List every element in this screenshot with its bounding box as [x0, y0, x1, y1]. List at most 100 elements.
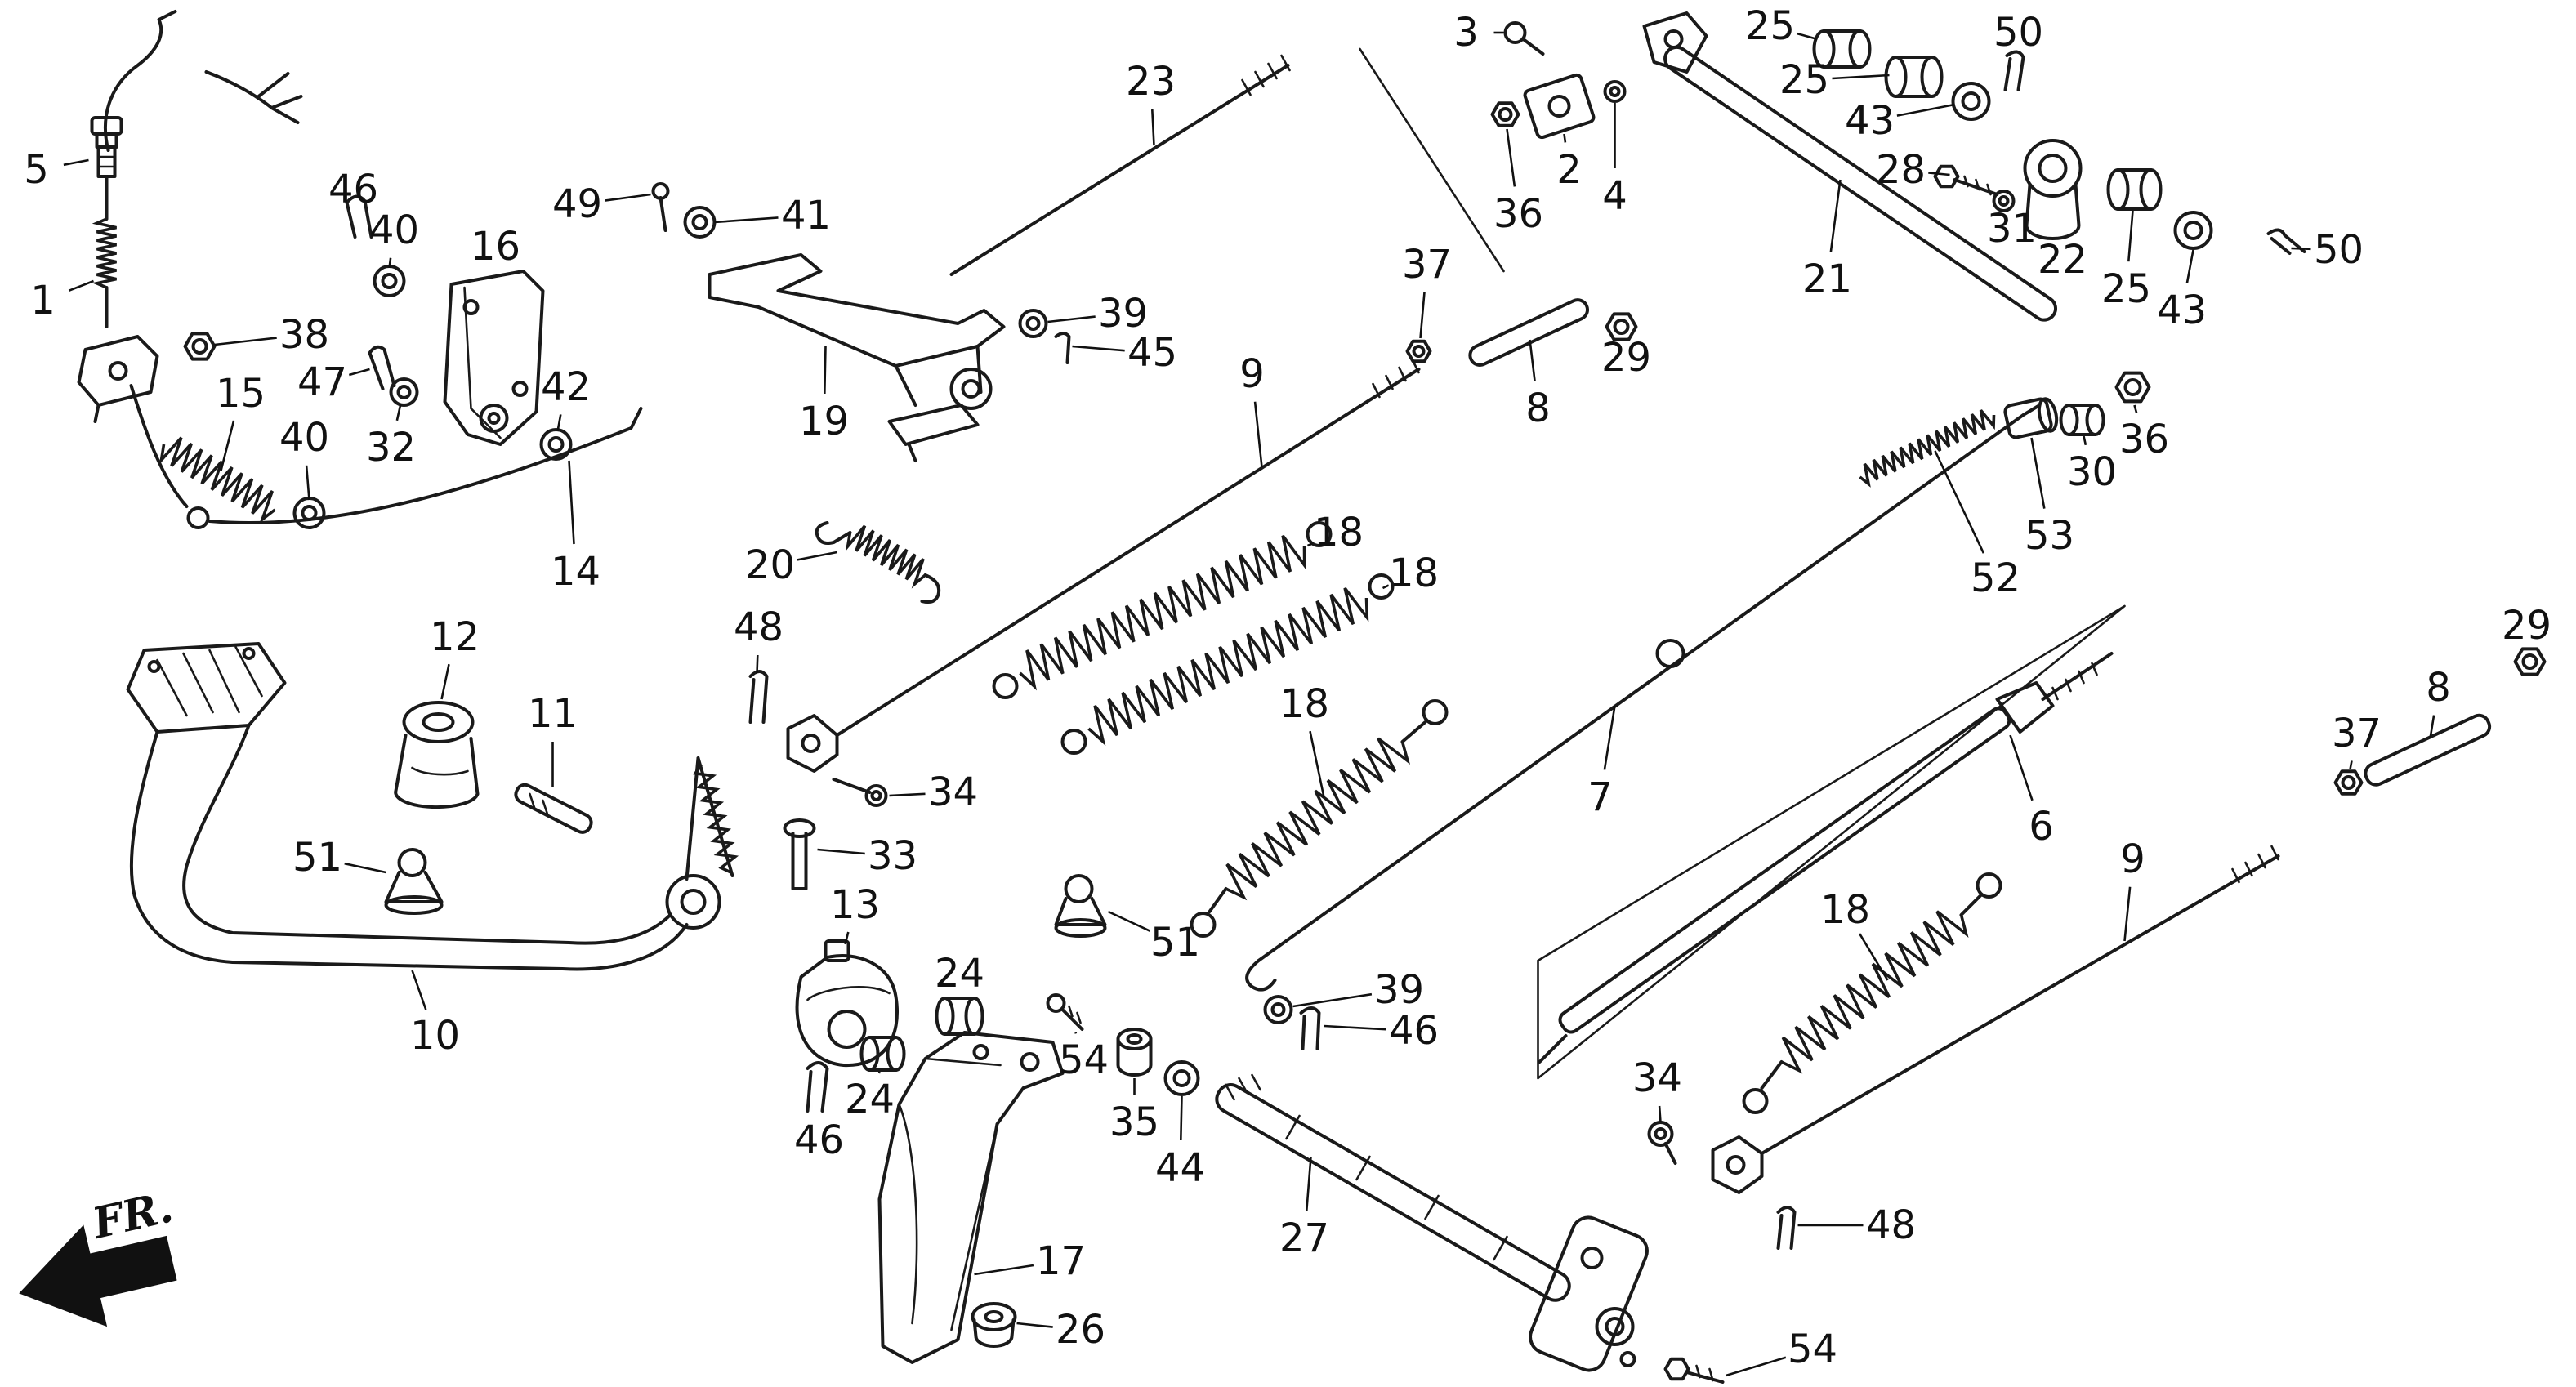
callout-label-26: 26: [1056, 1307, 1105, 1353]
collar-35: [1116, 1028, 1153, 1077]
callout-leader-20: [797, 551, 837, 561]
washer-42: [539, 428, 573, 461]
washer-41: [683, 206, 717, 239]
callout-leader-19: [824, 346, 827, 395]
hex-nut-37-left: [1405, 339, 1432, 363]
callout-leader-9: [1253, 401, 1263, 468]
callout-label-40: 40: [279, 415, 329, 461]
callout-label-39: 39: [1098, 291, 1148, 337]
pin-49: [651, 182, 670, 232]
bolt-54-right: [1663, 1357, 1725, 1384]
brake-pedal-10: [126, 642, 739, 971]
callout-label-25: 25: [1745, 3, 1795, 49]
cotter-pin-46-center: [1299, 1006, 1321, 1050]
callout-label-18: 18: [1279, 681, 1329, 727]
callout-leader-18: [1858, 933, 1889, 981]
callout-label-28: 28: [1876, 147, 1926, 193]
callout-leader-7: [1603, 705, 1616, 770]
callout-leader-46: [1324, 1024, 1386, 1031]
callout-leader-26: [1016, 1322, 1053, 1328]
pedal-pad-holder-12: [394, 701, 480, 809]
rod-8-left: [1468, 298, 1590, 367]
rod-end-22: [2023, 139, 2083, 240]
callout-label-51: 51: [1150, 920, 1200, 966]
callout-label-48: 48: [1866, 1202, 1916, 1248]
washer-40-upper: [373, 265, 406, 297]
callout-leader-43: [1896, 103, 1955, 117]
trunnion-block-2: [1523, 73, 1596, 140]
ball-stud-51-left: [384, 848, 444, 915]
callout-label-20: 20: [745, 542, 795, 588]
callout-label-51: 51: [292, 835, 342, 881]
callout-label-40: 40: [369, 207, 419, 253]
callout-leader-27: [1306, 1156, 1312, 1211]
clevis-pin-34-left: [832, 778, 888, 807]
nut-38: [183, 332, 217, 361]
washer-43-b: [2173, 211, 2213, 250]
bushing-30: [2059, 404, 2105, 436]
callout-label-47: 47: [297, 359, 347, 405]
part-rod-14: [129, 384, 643, 529]
callout-label-53: 53: [2025, 513, 2074, 559]
callout-leader-33: [817, 848, 865, 855]
bracket-16: [443, 270, 545, 446]
pedal-19: [708, 253, 1006, 462]
callout-label-17: 17: [1036, 1238, 1086, 1284]
callout-label-37: 37: [1402, 242, 1452, 288]
callout-leader-52: [1934, 450, 1985, 554]
bolt-34-right: [1647, 1121, 1677, 1165]
pivot-tube-21: [1642, 11, 2058, 322]
callout-label-1: 1: [30, 278, 56, 323]
serration-teeth: [692, 763, 739, 874]
callout-label-19: 19: [799, 399, 849, 444]
callout-leader-21: [1829, 179, 1842, 252]
nut-36-right: [2114, 371, 2151, 404]
callout-label-41: 41: [781, 193, 831, 239]
callout-label-27: 27: [1279, 1215, 1329, 1261]
callout-label-2: 2: [1556, 147, 1582, 193]
callout-label-44: 44: [1155, 1145, 1205, 1191]
callout-label-24: 24: [845, 1077, 895, 1122]
spring-1: [92, 217, 117, 289]
washer-32: [389, 377, 419, 407]
washer-44: [1163, 1060, 1200, 1096]
callout-label-31: 31: [1987, 206, 2037, 252]
callout-label-25: 25: [1779, 57, 1829, 103]
cotter-pin-50-a: [2003, 50, 2025, 91]
callout-leader-54: [1726, 1356, 1787, 1377]
callout-label-7: 7: [1587, 774, 1613, 820]
callout-label-25: 25: [2101, 266, 2151, 312]
callout-leader-42: [556, 414, 562, 432]
callout-leader-14: [568, 460, 575, 545]
callout-leader-28: [1928, 172, 1950, 176]
callout-label-54: 54: [1059, 1037, 1109, 1083]
brake-shaft-27: [1215, 1073, 1649, 1372]
callout-label-3: 3: [1453, 10, 1479, 56]
callout-leader-34: [1658, 1105, 1662, 1123]
callout-leader-8: [2429, 715, 2435, 739]
callout-label-6: 6: [2029, 804, 2054, 850]
bolt-33: [783, 818, 816, 890]
callout-leader-25: [1832, 74, 1890, 80]
washer-39-upper: [1018, 309, 1048, 338]
callout-leader-15: [220, 420, 235, 471]
grommet-26: [971, 1302, 1017, 1348]
spring-52: [1859, 409, 1996, 488]
callout-label-34: 34: [1632, 1055, 1682, 1101]
callout-label-22: 22: [2038, 237, 2087, 283]
callout-label-49: 49: [552, 181, 602, 227]
washer-4: [1603, 80, 1627, 103]
spring-15: [158, 436, 276, 524]
callout-label-11: 11: [528, 691, 578, 737]
washer-39-lower: [1263, 995, 1293, 1024]
callout-label-37: 37: [2332, 711, 2382, 756]
callout-label-18: 18: [1820, 887, 1870, 933]
bolt-54-left: [1046, 993, 1084, 1031]
callout-leader-5: [63, 158, 89, 167]
callout-label-32: 32: [366, 425, 416, 471]
callout-label-9: 9: [2120, 836, 2145, 882]
callout-leader-23: [1151, 109, 1155, 146]
callout-label-29: 29: [2502, 603, 2551, 649]
